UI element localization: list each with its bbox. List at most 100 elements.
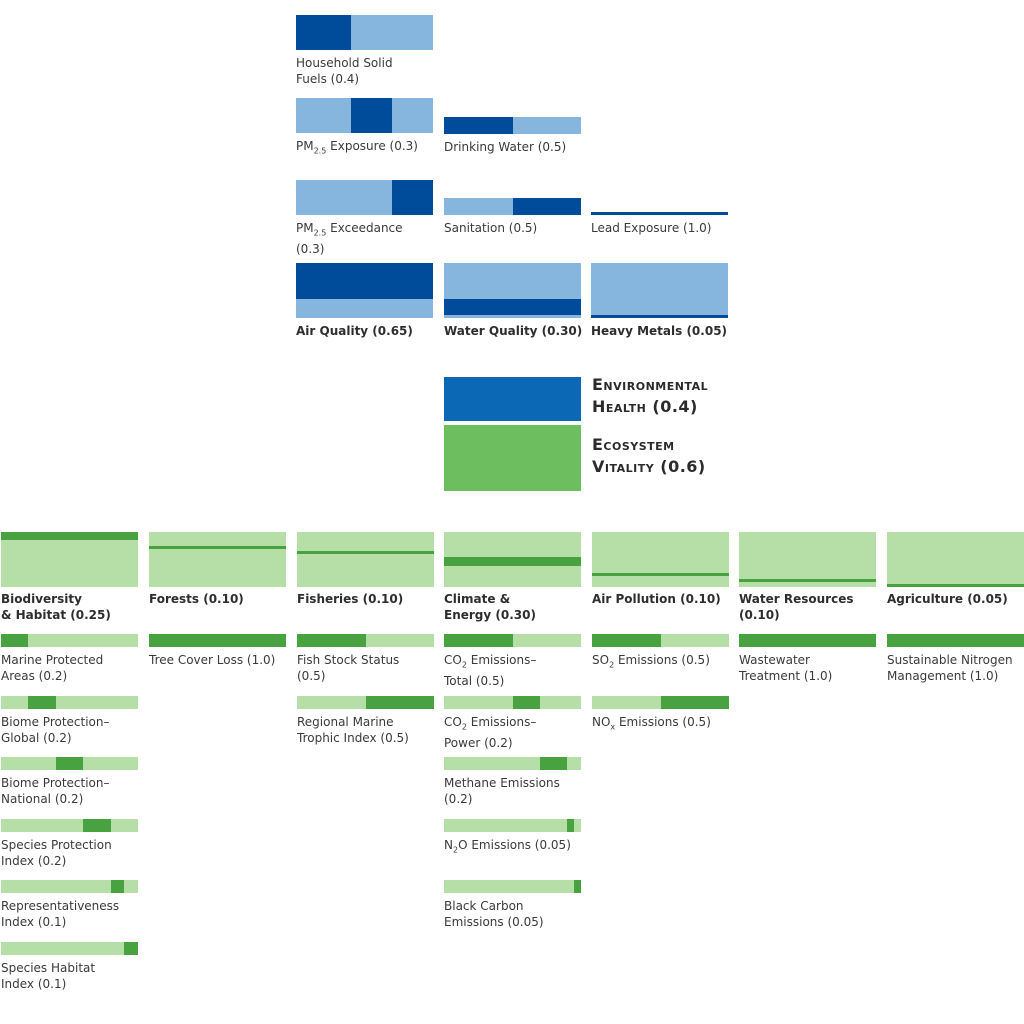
ev-indicator-bar-4-0 xyxy=(592,634,729,647)
ev-indicator-bar-3-4-weight-segment xyxy=(574,880,581,893)
ev-indicator-bar-2-1 xyxy=(297,695,434,709)
ev-indicator-label-0-1-line1: Biome Protection– xyxy=(1,714,110,729)
ev-category-bar-1 xyxy=(149,532,286,587)
ev-category-label-0-line1: Biodiversity xyxy=(1,592,82,606)
ev-indicator-label-4-0-rest: Emissions (0.5) xyxy=(614,653,710,667)
ev-category-label-0: Biodiversity & Habitat (0.25) xyxy=(1,591,111,623)
ev-category-label-5-line2: (0.10) xyxy=(739,608,780,622)
ev-indicator-label-2-0-line2: (0.5) xyxy=(297,669,326,683)
ev-indicator-label-1-0: Tree Cover Loss (1.0) xyxy=(149,652,275,668)
water-indicator-bar-0 xyxy=(444,198,581,215)
air-indicator-label-0-line1: PM2.5 Exceedance xyxy=(296,221,403,237)
ev-category-bar-5 xyxy=(739,532,876,587)
ev-indicator-label-3-2: Methane Emissions(0.2) xyxy=(444,775,560,807)
ev-category-bar-4-weight-segment xyxy=(592,573,729,577)
eh-category-label-0: Air Quality (0.65) xyxy=(296,324,413,338)
ev-objective-line1: Ecosystem xyxy=(592,435,675,454)
ev-indicator-label-3-3-subscript: 2 xyxy=(452,844,459,854)
ev-indicator-label-3-0-line1: CO2 Emissions– xyxy=(444,653,537,669)
ev-category-label-0-line2: & Habitat (0.25) xyxy=(1,608,111,622)
water-indicator-bar-0-weight-segment xyxy=(512,198,581,215)
ev-indicator-label-3-3-line1: N2O Emissions (0.05) xyxy=(444,837,571,854)
ev-indicator-label-0-4-line2: Index (0.1) xyxy=(1,915,67,929)
ev-category-label-2: Fisheries (0.10) xyxy=(297,591,403,607)
ev-indicator-bar-3-0 xyxy=(444,634,581,647)
ev-category-bar-0 xyxy=(1,532,138,587)
water-indicator-label-0: Sanitation (0.5) xyxy=(444,220,537,236)
ev-indicator-bar-3-0-weight-segment xyxy=(444,634,513,647)
water-indicator-label-1: Drinking Water (0.5) xyxy=(444,139,566,155)
ev-indicator-label-2-1-line1: Regional Marine xyxy=(297,714,394,729)
eh-objective-line2: Health (0.4) xyxy=(592,397,698,416)
ev-category-label-2-line1: Fisheries (0.10) xyxy=(297,592,404,606)
ev-category-label-3-line1: Climate & xyxy=(444,592,511,606)
ev-indicator-bar-1-0-weight-segment xyxy=(149,634,286,647)
ev-indicator-label-3-1-rest: Emissions– xyxy=(466,714,537,729)
ev-indicator-label-3-3: N2O Emissions (0.05) xyxy=(444,837,571,858)
air-indicator-bar-0 xyxy=(296,180,433,215)
ev-indicator-label-3-3-text: N xyxy=(444,837,453,852)
eh-category-bar-1-weight-segment xyxy=(444,298,581,316)
eh-category-bar-0-weight-segment xyxy=(296,263,433,299)
ev-indicator-bar-3-4 xyxy=(444,880,581,893)
ev-indicator-label-5-0-line1: Wastewater xyxy=(739,653,810,667)
ev-indicator-bar-0-4-weight-segment xyxy=(110,880,125,893)
ev-indicator-bar-0-2-weight-segment xyxy=(55,757,84,770)
ev-indicator-label-3-2-line2: (0.2) xyxy=(444,792,473,806)
ev-indicator-label-0-0-line2: Areas (0.2) xyxy=(1,669,68,683)
ev-indicator-bar-0-4 xyxy=(1,880,138,893)
ev-indicator-label-1-0-line1: Tree Cover Loss (1.0) xyxy=(149,653,276,667)
ev-indicator-label-3-0-rest: Emissions– xyxy=(466,653,537,667)
metals-indicator-bar-0 xyxy=(591,212,728,215)
eh-objective-line1: Environmental xyxy=(592,375,709,394)
ev-indicator-bar-2-0-weight-segment xyxy=(297,634,366,647)
water-indicator-label-1-line1: Drinking Water (0.5) xyxy=(444,140,567,154)
air-indicator-bar-2-weight-segment xyxy=(296,15,351,50)
ev-indicator-label-2-0-line1: Fish Stock Status xyxy=(297,653,400,667)
ev-category-label-1-line1: Forests (0.10) xyxy=(149,592,244,606)
ev-category-bar-6-weight-segment xyxy=(887,584,1024,587)
air-indicator-label-0-text: PM xyxy=(296,221,314,235)
ev-category-label-1: Forests (0.10) xyxy=(149,591,244,607)
ev-indicator-bar-0-0-weight-segment xyxy=(1,634,29,647)
ev-indicator-bar-3-1 xyxy=(444,695,581,709)
ev-objective-line2: Vitality (0.6) xyxy=(592,457,706,476)
ev-indicator-label-6-0-line2: Management (1.0) xyxy=(887,669,999,683)
ev-indicator-bar-0-3 xyxy=(1,818,138,832)
ev-category-label-6-line1: Agriculture (0.05) xyxy=(887,592,1008,606)
ev-indicator-label-5-0-line2: Treatment (1.0) xyxy=(739,669,833,683)
ev-indicator-bar-3-2 xyxy=(444,757,581,770)
air-indicator-label-1: PM2.5 Exposure (0.3) xyxy=(296,138,418,159)
ev-indicator-bar-3-1-weight-segment xyxy=(512,695,540,709)
ev-indicator-label-0-0-line1: Marine Protected xyxy=(1,653,104,667)
ev-category-bar-6 xyxy=(887,532,1024,587)
ev-indicator-bar-6-0-weight-segment xyxy=(887,634,1024,647)
air-indicator-bar-2 xyxy=(296,15,433,50)
ev-indicator-label-4-0-subscript: 2 xyxy=(609,660,615,670)
ev-category-label-3-line2: Energy (0.30) xyxy=(444,608,536,622)
ev-indicator-label-0-3-line2: Index (0.2) xyxy=(1,853,67,868)
ev-indicator-label-0-2: Biome Protection–National (0.2) xyxy=(1,775,110,807)
air-indicator-label-0: PM2.5 Exceedance(0.3) xyxy=(296,220,403,257)
eh-category-bar-1 xyxy=(444,263,581,318)
water-indicator-bar-1 xyxy=(444,117,581,134)
ev-indicator-bar-0-0 xyxy=(1,634,138,647)
ev-indicator-label-0-5-line1: Species Habitat xyxy=(1,960,96,975)
air-indicator-label-1-text: PM xyxy=(296,139,314,153)
ev-indicator-label-2-0: Fish Stock Status (0.5) xyxy=(297,652,399,684)
ev-category-label-4: Air Pollution (0.10) xyxy=(592,591,721,607)
ev-indicator-bar-5-0-weight-segment xyxy=(739,634,876,647)
ev-category-label-5-line1: Water Resources xyxy=(739,592,854,606)
ev-indicator-label-3-4-line2: Emissions (0.05) xyxy=(444,915,544,929)
ev-indicator-label-0-5-line2: Index (0.1) xyxy=(1,976,67,991)
ev-indicator-label-3-1-line1: CO2 Emissions– xyxy=(444,714,537,731)
ev-indicator-label-4-0: SO2 Emissions (0.5) xyxy=(592,652,710,673)
metals-indicator-label-0-line1: Lead Exposure (1.0) xyxy=(591,221,712,235)
ev-indicator-bar-0-2 xyxy=(1,757,138,770)
ev-indicator-bar-2-0 xyxy=(297,634,434,647)
